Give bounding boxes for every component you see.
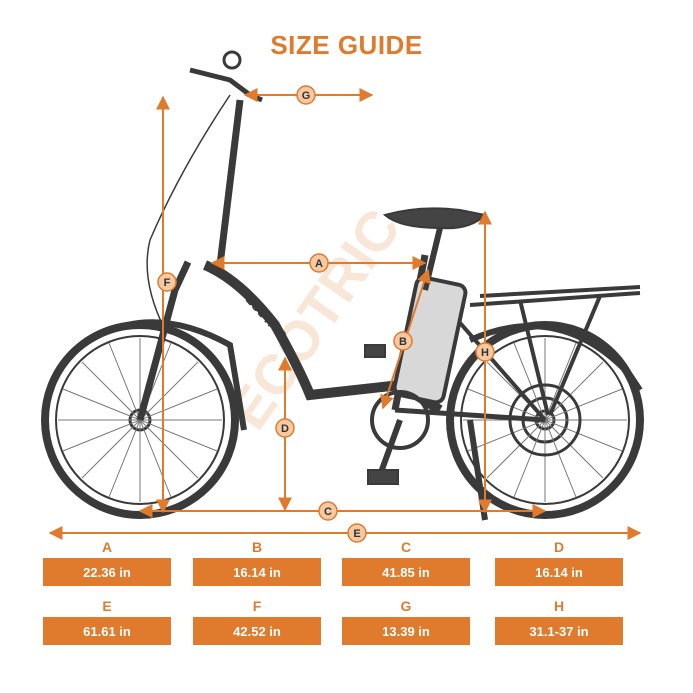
dimension-label-e: E	[102, 598, 112, 614]
svg-text:F: F	[164, 277, 171, 289]
bell	[222, 50, 242, 70]
svg-text:G: G	[302, 90, 311, 102]
marker-e: E	[347, 523, 367, 543]
frame-downtube	[202, 260, 443, 415]
dimension-value-d: 16.14 in	[495, 558, 623, 586]
dimension-value-h: 31.1-37 in	[495, 617, 623, 645]
front-fork	[136, 260, 192, 421]
chain-stay	[394, 407, 546, 423]
saddle	[382, 207, 488, 230]
dimension-markers: G A B F H D C E	[157, 85, 495, 543]
svg-text:B: B	[399, 336, 407, 348]
kickstand	[467, 419, 488, 521]
svg-text:H: H	[481, 347, 489, 359]
stem	[216, 99, 244, 266]
page-title: SIZE GUIDE	[270, 30, 423, 60]
brake-disc	[508, 383, 582, 457]
dimension-value-b: 16.14 in	[193, 558, 321, 586]
crank-arm	[377, 418, 403, 477]
svg-text:D: D	[281, 423, 289, 435]
dimension-label-d: D	[553, 539, 565, 555]
dimension-label-c: C	[400, 539, 412, 555]
svg-text:E: E	[353, 528, 360, 540]
dimension-value-e: 61.61 in	[43, 617, 171, 645]
dimension-label-g: G	[400, 598, 412, 614]
rear-rack	[469, 285, 641, 416]
marker-a: A	[309, 253, 329, 273]
dimension-value-a: 22.36 in	[43, 558, 171, 586]
dimension-label-f: F	[252, 598, 262, 614]
marker-d: D	[275, 418, 295, 438]
dimension-label-b: B	[251, 539, 263, 555]
dimension-value-f: 42.52 in	[193, 617, 321, 645]
front-fender	[68, 319, 247, 431]
marker-g: G	[296, 85, 316, 105]
dimension-label-a: A	[101, 539, 113, 555]
svg-text:C: C	[324, 506, 332, 518]
rear-fender	[468, 323, 643, 392]
dimension-value-c: 41.85 in	[342, 558, 470, 586]
marker-f: F	[157, 272, 177, 292]
marker-c: C	[318, 501, 338, 521]
marker-b: B	[393, 331, 413, 351]
marker-h: H	[475, 342, 495, 362]
brake-cables	[146, 94, 231, 331]
svg-text:A: A	[315, 258, 323, 270]
watermark: ECOTRIC	[216, 198, 412, 441]
pedal-upper	[364, 344, 386, 358]
pedal	[367, 469, 399, 485]
dimension-lines	[48, 88, 642, 540]
dimension-label-h: H	[553, 598, 565, 614]
dimension-value-g: 13.39 in	[342, 617, 470, 645]
